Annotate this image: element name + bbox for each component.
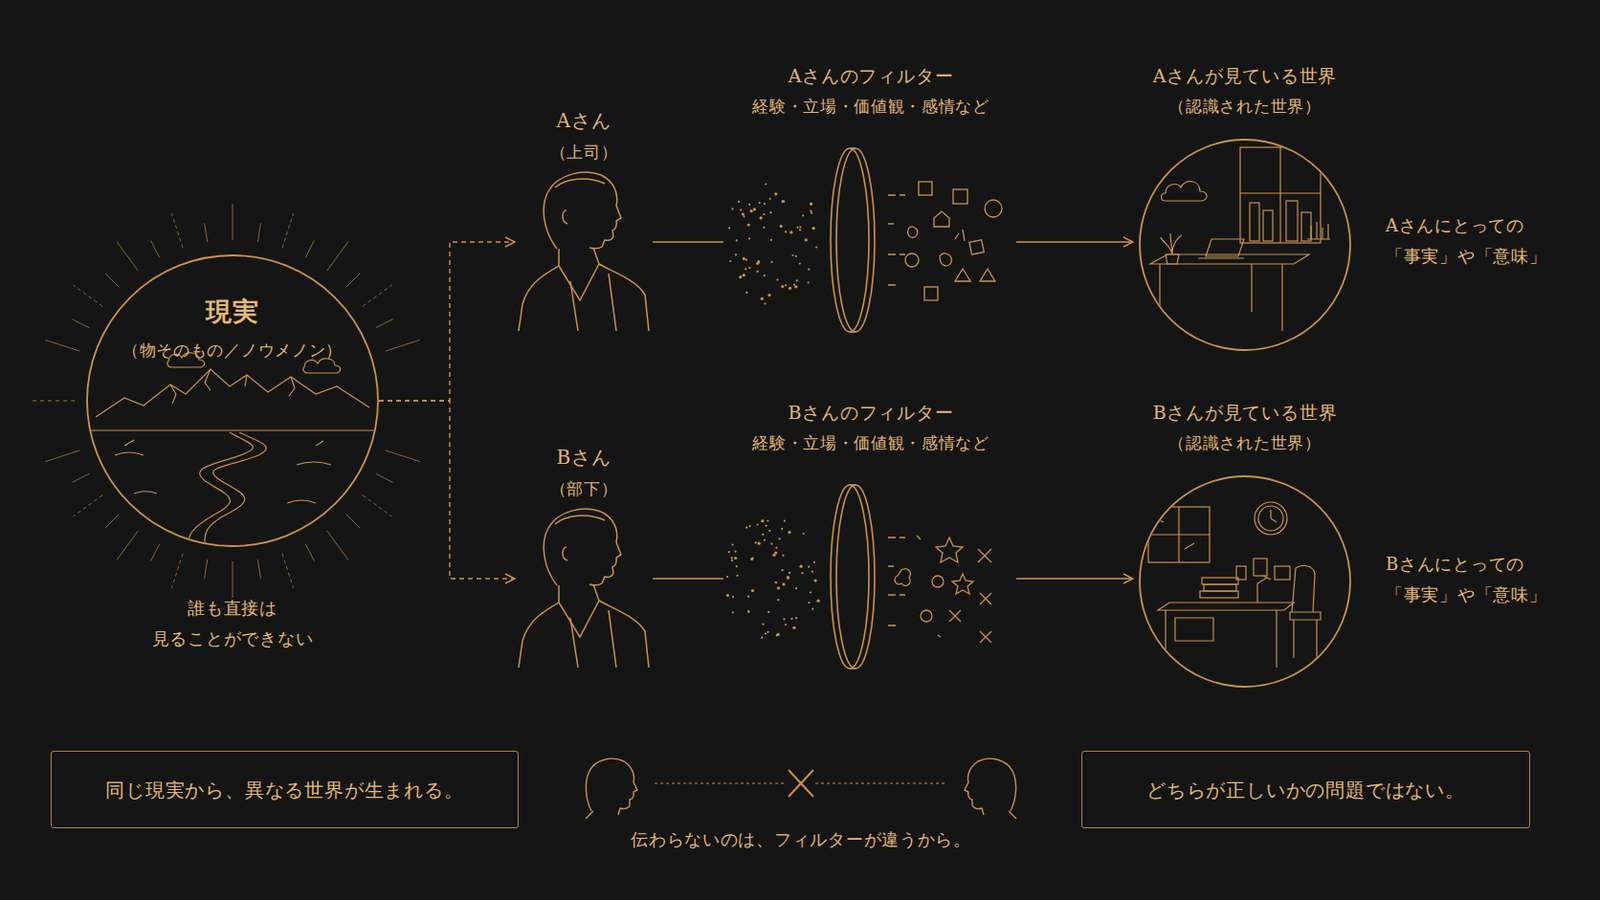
person-profile bbox=[516, 440, 651, 668]
ray bbox=[232, 561, 234, 599]
dashed-branch-arrow bbox=[378, 400, 515, 579]
ray bbox=[346, 514, 360, 529]
ray bbox=[327, 531, 349, 561]
flow-connector bbox=[1016, 241, 1134, 243]
facing-heads bbox=[585, 758, 1017, 820]
ray bbox=[151, 544, 160, 562]
person-node: Bさん（部下） bbox=[516, 440, 651, 668]
person-profile bbox=[516, 103, 651, 332]
node-heading: 同じ現実から、異なる世界が生まれる。 bbox=[105, 773, 464, 808]
ray bbox=[204, 222, 208, 243]
node-subtext: 経験・立場・価値観・感情など bbox=[727, 91, 1015, 122]
flow-connector bbox=[1016, 577, 1134, 579]
node-subtext: 経験・立場・価値観・感情など bbox=[727, 428, 1015, 459]
flow-connector bbox=[652, 577, 724, 579]
ray bbox=[385, 339, 421, 352]
annotation-label: Bさんにとっての 「事実」や「意味」 bbox=[1385, 549, 1552, 610]
ray bbox=[257, 222, 261, 243]
note-box: どちらが正しいかの問題ではない。 bbox=[1081, 751, 1531, 829]
ray bbox=[44, 450, 80, 463]
ray bbox=[171, 554, 183, 589]
ray bbox=[72, 285, 103, 307]
ray bbox=[385, 450, 421, 463]
world-circle: Bさんが見ている世界（認識された世界） bbox=[1136, 396, 1354, 691]
node-subtext: （上司） bbox=[516, 137, 651, 168]
ray bbox=[305, 240, 314, 258]
sunburst-rays bbox=[44, 203, 421, 599]
ray bbox=[116, 241, 138, 271]
node-heading: Bさんが見ている世界 bbox=[1136, 396, 1354, 429]
annotation-label: Aさんにとっての 「事実」や「意味」 bbox=[1385, 210, 1552, 271]
ray bbox=[282, 213, 294, 248]
ray bbox=[116, 531, 138, 561]
person-node: Aさん（上司） bbox=[516, 103, 651, 332]
world-circle: Aさんが見ている世界（認識された世界） bbox=[1136, 59, 1354, 355]
ray bbox=[72, 495, 103, 517]
ray bbox=[232, 203, 234, 241]
ray bbox=[376, 319, 394, 329]
ray bbox=[171, 213, 183, 248]
note-box: 同じ現実から、異なる世界が生まれる。 bbox=[50, 751, 519, 829]
annotation-label: 誰も直接は 見ることができない bbox=[146, 593, 319, 654]
ray bbox=[362, 285, 393, 307]
ray bbox=[105, 514, 119, 529]
ray bbox=[305, 544, 314, 562]
ray bbox=[376, 473, 394, 483]
ray bbox=[327, 241, 349, 271]
ray bbox=[71, 473, 89, 483]
node-subtext: （認識された世界） bbox=[1136, 428, 1354, 459]
filter-node: Aさんのフィルター経験・立場・価値観・感情など bbox=[727, 59, 1015, 342]
node-subtext: （認識された世界） bbox=[1136, 91, 1354, 122]
ray bbox=[71, 319, 89, 329]
node-heading: Aさんが見ている世界 bbox=[1136, 59, 1354, 92]
filter-node: Bさんのフィルター経験・立場・価値観・感情など bbox=[727, 396, 1015, 679]
dashed-ray bbox=[32, 400, 79, 402]
caption-note: 伝わらないのは、フィルターが違うから。 bbox=[630, 824, 972, 856]
ray bbox=[362, 495, 393, 517]
ray bbox=[44, 339, 80, 352]
node-heading: Aさん bbox=[516, 103, 651, 138]
node-heading: どちらが正しいかの問題ではない。 bbox=[1146, 773, 1466, 808]
ray bbox=[204, 559, 208, 579]
node-subtext: （部下） bbox=[516, 474, 651, 505]
ray bbox=[105, 273, 119, 288]
ray bbox=[346, 273, 360, 288]
node-heading: 現実 bbox=[86, 288, 379, 336]
ray bbox=[151, 240, 160, 258]
node-subtext: （物そのもの／ノウメノン） bbox=[86, 335, 379, 366]
dashed-branch-arrow bbox=[378, 242, 515, 401]
ray bbox=[257, 559, 261, 579]
node-heading: Aさんのフィルター bbox=[727, 59, 1015, 92]
flow-connector bbox=[652, 241, 724, 243]
node-heading: Bさんのフィルター bbox=[727, 396, 1015, 429]
node-heading: Bさん bbox=[516, 440, 651, 475]
reality-circle: 現実（物そのもの／ノウメノン） bbox=[86, 254, 379, 548]
ray bbox=[282, 554, 294, 589]
